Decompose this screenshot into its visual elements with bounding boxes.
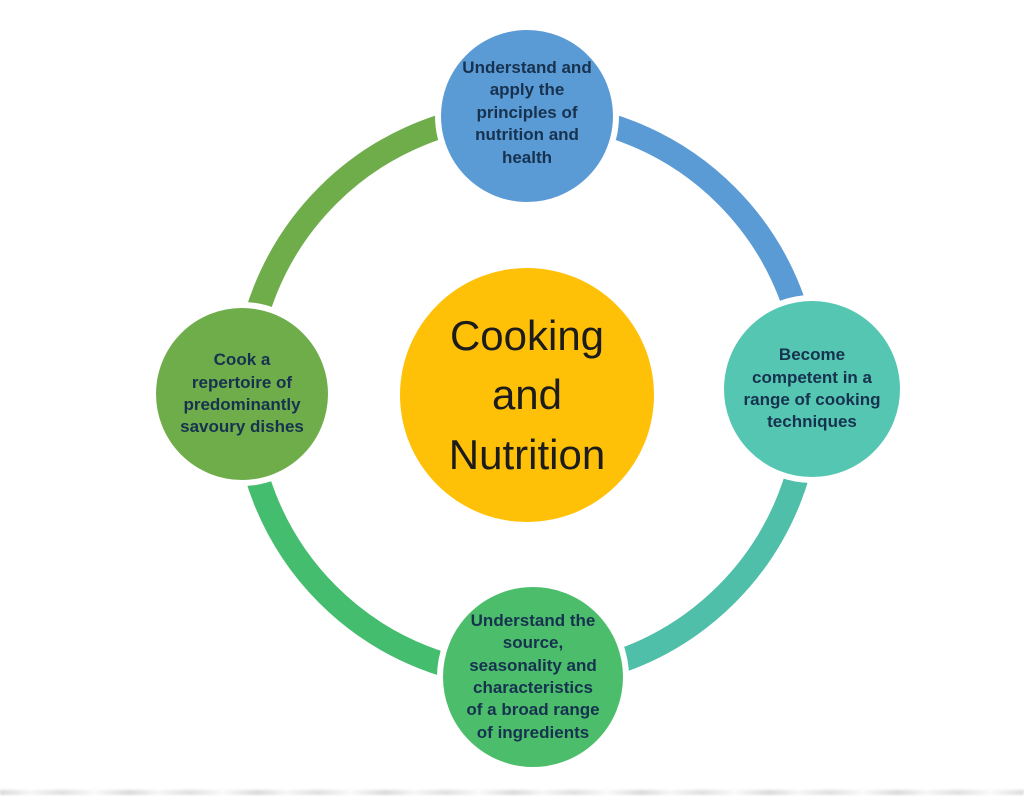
node-circle-ingredients: [437, 581, 629, 773]
node-circle-nutrition-principles: [435, 24, 619, 208]
node-circle-savoury-dishes: [150, 302, 334, 486]
node-circle-cooking-techniques: [718, 295, 906, 483]
bottom-edge-artifact: [0, 790, 1024, 795]
center-circle: [400, 268, 654, 522]
